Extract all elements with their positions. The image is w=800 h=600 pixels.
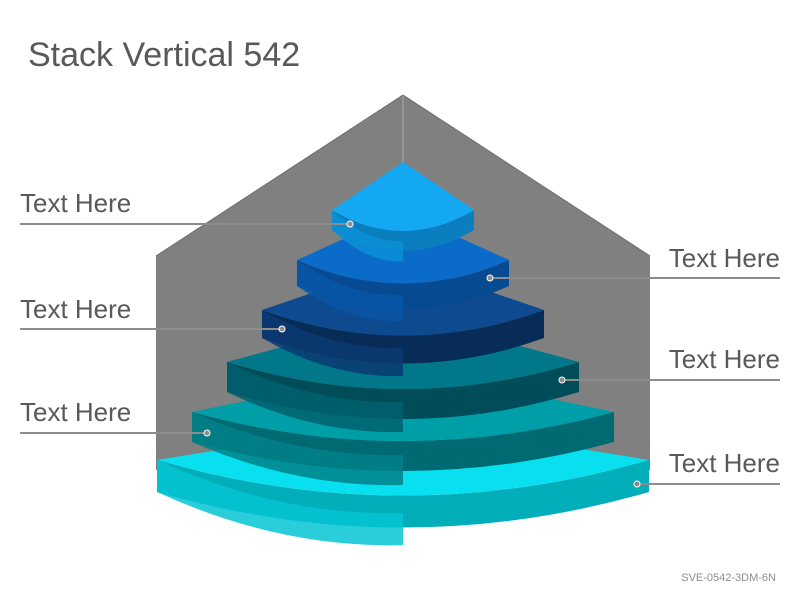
tier-1-front-shade <box>332 210 403 262</box>
tier-stack <box>157 162 649 546</box>
tier-2-front-shade <box>297 260 403 322</box>
label-left-1: Text Here <box>20 188 132 218</box>
leader-dot-right-1 <box>486 274 494 282</box>
backdrop-edge-left <box>155 94 404 257</box>
footer-code: SVE-0542-3DM-6N <box>681 572 776 584</box>
tier-1-top-face <box>332 162 474 231</box>
leader-lines <box>20 220 780 488</box>
label-right-1: Text Here <box>668 243 780 273</box>
label-left-3: Text Here <box>20 397 132 427</box>
tier-1 <box>332 162 474 262</box>
leader-dot-right-2 <box>558 376 566 384</box>
page-title: Stack Vertical 542 <box>28 36 301 74</box>
leader-dot-left-2 <box>278 325 286 333</box>
tier-3-front-shade <box>262 310 403 377</box>
leader-dot-left-1 <box>346 220 354 228</box>
label-right-3: Text Here <box>668 448 780 478</box>
tier-4-front-shade <box>227 362 403 433</box>
tier-5-front-shade <box>192 412 403 486</box>
backdrop-edge-right <box>402 94 651 257</box>
label-left-2: Text Here <box>20 294 132 324</box>
tier-6-front-shade <box>157 460 403 546</box>
label-right-2: Text Here <box>668 344 780 374</box>
leader-dot-left-3 <box>203 429 211 437</box>
leader-dot-right-3 <box>633 480 641 488</box>
